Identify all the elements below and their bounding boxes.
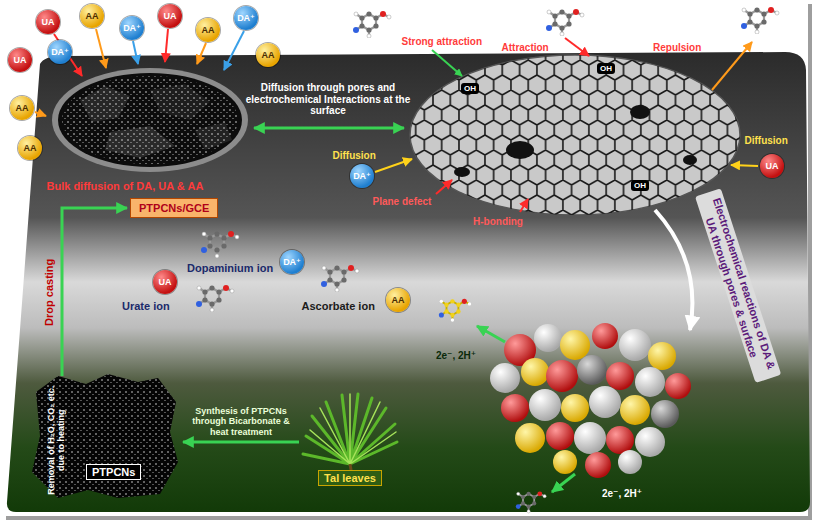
ion-arrows [35,29,244,116]
process-arrow [183,441,299,444]
electrode-disc [52,68,248,172]
platform [7,52,810,512]
ion-circle: AA [196,18,220,42]
node-text: UA [164,12,177,21]
annotation-label: Diffusion [333,150,376,162]
node-text: Tal leaves [318,470,382,486]
ion-circle: UA [36,10,60,34]
node-text: DA⁺ [237,14,255,23]
annotation-label: Diffusion [745,135,788,147]
electrode-label-box: PTPCNs/GCE [130,198,218,218]
page-frame [6,4,810,518]
annotation-label: Diffusion through pores and electrochemi… [246,82,411,117]
node-text: UA [42,18,55,27]
node-text: PTPCNs/GCE [139,202,209,214]
annotation-label: Bulk diffusion of DA, UA & AA [47,180,204,193]
node-text: DA⁺ [51,48,69,57]
node-text: AA [86,12,99,21]
node-text: DA⁺ [353,172,371,181]
annotation-label: OH [597,63,615,74]
annotation-label: OH [461,83,479,94]
node-text: AA [262,51,275,60]
diffusion-double-arrow [254,127,404,130]
annotation-label: Electrochemical reactions of DA & UA thr… [695,188,782,383]
edge-label: Synthesis of PTPCNs through Bicarbonate … [185,406,297,437]
edge-label: Drop casting [43,258,56,325]
ion-circle: UA [158,4,182,28]
node-text: DA⁺ [123,24,141,33]
annotation-label: 2e⁻, 2H⁺ [602,488,642,500]
porous-carbon-cluster [490,323,691,478]
annotation-label: Dopaminium ion [187,262,273,275]
node-text: AA [202,26,215,35]
annotation-label: OH [631,180,649,191]
ion-circle: DA⁺ [350,164,374,188]
ion-circle: AA [256,43,280,67]
node-text: AA [16,104,29,113]
ion-circle: UA [8,48,32,72]
annotation-label: 2e⁻, 2H⁺ [436,350,476,362]
node-text: PTPCNs [86,464,141,480]
node-text: UA [159,278,172,287]
annotation-label: Ascorbate ion [302,300,375,313]
node-text: AA [392,296,405,305]
ion-circle: AA [18,136,42,160]
annotation-label: Strong attraction [402,36,483,48]
ion-circle: DA⁺ [280,250,304,274]
process-arrow [62,208,127,376]
node-text: AA [24,144,37,153]
node-text: UA [14,56,27,65]
ion-circle: AA [386,288,410,312]
ion-circle: AA [80,4,104,28]
ion-circle: AA [10,96,34,120]
ion-circle: DA⁺ [120,16,144,40]
annotation-label: Repulsion [653,42,701,54]
molecules [196,7,779,513]
tal-leaves-source: Tal leaves [300,392,400,492]
ion-circle: DA⁺ [234,6,258,30]
ion-circle: DA⁺ [48,40,72,64]
annotation-label: Removal of H₂O, CO₂ etc. due to heating [46,385,67,495]
graphene-sheet [410,55,740,215]
ion-circle: UA [760,154,784,178]
annotation-label: Attraction [502,42,549,54]
interaction-arrows [375,38,758,492]
annotation-label: Urate ion [122,300,170,313]
annotation-label: H-bonding [473,216,523,228]
ion-circle: UA [153,270,177,294]
node-text: DA⁺ [283,258,301,267]
node-text: UA [766,162,779,171]
annotation-label: Plane defect [373,196,432,208]
